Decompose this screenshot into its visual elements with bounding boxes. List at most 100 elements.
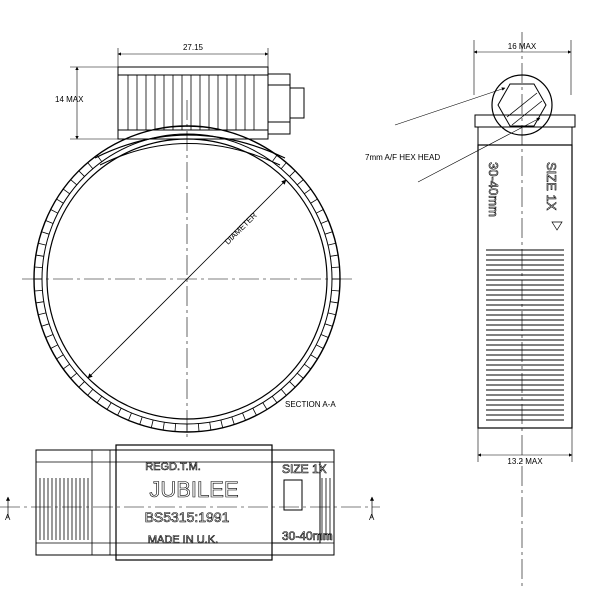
origin-text: MADE IN U.K.	[148, 534, 218, 546]
band-tooth	[271, 154, 278, 162]
housing-flange	[474, 114, 576, 128]
band-tooth	[106, 402, 112, 410]
band-tooth	[56, 354, 64, 360]
band-tooth	[150, 419, 154, 428]
band-tooth	[330, 254, 339, 257]
band-tooth	[38, 242, 47, 246]
band-tooth	[296, 179, 304, 186]
housing-ribs	[127, 75, 255, 130]
hex-outline	[497, 83, 547, 127]
housing-size-text: SIZE 1X	[282, 462, 327, 476]
housing-base	[477, 126, 573, 146]
band-end-curve	[94, 134, 286, 159]
section-marker-right: A	[369, 513, 375, 522]
section-label: SECTION A-A	[285, 400, 336, 409]
band-tooth	[327, 242, 336, 246]
side-view	[394, 32, 576, 590]
band-tooth	[304, 363, 312, 370]
hex-leader-a	[394, 87, 506, 126]
band-tooth	[289, 170, 296, 177]
band-tooth	[296, 372, 304, 379]
band-tooth	[209, 422, 212, 431]
screw-hex	[289, 87, 305, 119]
band-tooth	[289, 381, 296, 388]
band-tooth	[252, 408, 257, 416]
band-perforations	[34, 154, 340, 432]
band-strip	[477, 144, 573, 429]
brand-text: JUBILEE	[149, 477, 238, 502]
band-tooth	[310, 354, 318, 360]
diameter-line	[87, 179, 287, 379]
side-width-label: 16 MAX	[508, 42, 537, 51]
bottom-view	[0, 444, 380, 561]
band-tooth	[316, 344, 324, 349]
band-slots	[486, 249, 564, 421]
band-tooth	[41, 323, 50, 327]
height-dimension-label: 14 MAX	[55, 95, 84, 104]
diameter-label: DIAMETER	[223, 211, 259, 247]
band-tooth	[139, 416, 143, 425]
band-tooth	[78, 170, 85, 177]
band-tooth	[128, 412, 132, 421]
standard-text: BS5315:1991	[145, 509, 230, 525]
band-tooth	[34, 266, 43, 269]
band-tooth	[320, 334, 329, 338]
band-tooth	[45, 220, 54, 224]
band-tooth	[41, 231, 50, 235]
band-end-curve-inner	[99, 143, 281, 166]
band-tooth	[87, 388, 94, 396]
band-tooth	[117, 408, 122, 416]
housing-outline	[117, 66, 269, 140]
band-tooth	[310, 198, 318, 204]
band-tooth	[87, 162, 94, 170]
band-tooth	[331, 289, 340, 292]
bottom-housing-side	[271, 461, 321, 544]
band-tooth	[280, 388, 287, 396]
band-range-text: 30-40mm	[486, 162, 501, 217]
band-tooth	[96, 396, 103, 404]
width-dimension-label: 27.15	[183, 43, 204, 52]
band-tooth	[35, 254, 44, 257]
band-tooth	[62, 188, 70, 195]
screw-head-circle	[491, 74, 553, 136]
band-tooth	[262, 402, 268, 410]
band-tooth	[271, 396, 278, 404]
band-size-text: SIZE 1X	[544, 162, 559, 211]
housing-stamp-group: REGD.T.M. JUBILEE BS5315:1991 MADE IN U.…	[144, 461, 333, 547]
bottom-band-slots	[39, 478, 331, 540]
band-tooth	[50, 344, 58, 349]
band-text-group: 30-40mm SIZE 1X	[486, 160, 564, 242]
band-tooth	[34, 289, 43, 292]
band-tooth	[220, 419, 224, 428]
band-tooth	[38, 312, 47, 316]
band-tooth	[330, 301, 339, 304]
band-tooth	[70, 372, 78, 379]
bottom-width-label: 13.2 MAX	[507, 457, 543, 466]
band-tooth	[197, 423, 200, 432]
band-tooth	[45, 334, 54, 338]
band-tooth	[78, 381, 85, 388]
housing-range-text: 30-40mm	[282, 529, 333, 543]
hex-head-label: 7mm A/F HEX HEAD	[365, 153, 440, 162]
front-view	[22, 48, 355, 440]
band-tooth	[320, 220, 329, 224]
hex-leader-b	[417, 117, 541, 183]
band-tooth	[56, 198, 64, 204]
band-tooth	[316, 209, 324, 214]
bottom-band	[35, 449, 335, 556]
bottom-window	[283, 479, 303, 511]
band-tooth	[324, 323, 333, 327]
registered-mark-text: REGD.T.M.	[145, 461, 201, 473]
size-shield-icon	[551, 221, 563, 231]
band-tooth	[327, 312, 336, 316]
band-tooth	[162, 422, 165, 431]
band-tooth	[242, 412, 246, 421]
band-tooth	[324, 231, 333, 235]
band-tooth	[280, 162, 287, 170]
band-tooth	[304, 188, 312, 195]
band-tooth	[174, 423, 177, 432]
section-marker-left: A	[5, 513, 11, 522]
band-tooth	[331, 266, 340, 269]
